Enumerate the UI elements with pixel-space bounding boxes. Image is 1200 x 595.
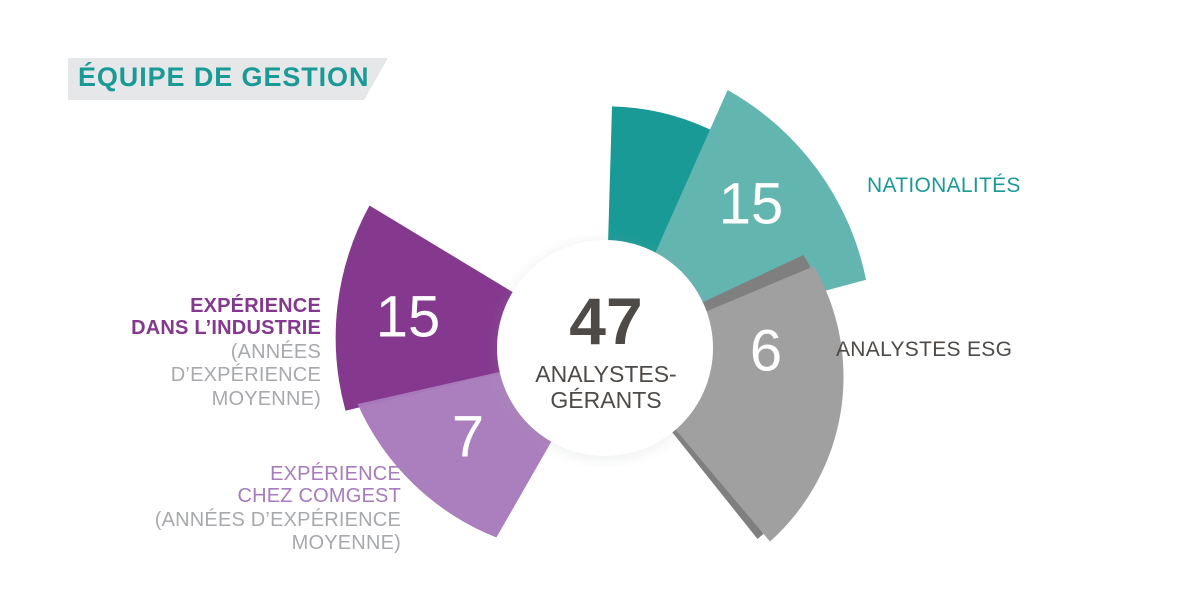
banner-background-shape [68,58,388,100]
label-experience-industrie: EXPÉRIENCE DANS L’INDUSTRIE (ANNÉES D’EX… [40,295,321,410]
label-comgest-line2: CHEZ COMGEST [237,485,401,508]
center-value: 47 [569,284,642,358]
label-nationalites-text: NATIONALITÉS [867,174,1021,197]
label-analystes-esg: ANALYSTES ESG [836,338,1012,362]
center-disc-face [497,240,713,456]
label-industrie-sub-line2: D’EXPÉRIENCE [170,364,321,387]
label-industrie-sub-line3: MOYENNE) [211,387,321,410]
label-industrie-sub-line1: (ANNÉES [230,340,321,363]
segment-esg-value: 6 [750,318,782,383]
segment-comgest-value: 7 [452,404,484,469]
label-comgest-line1: EXPÉRIENCE [270,463,401,485]
label-industrie-line1: EXPÉRIENCE [190,295,321,317]
label-comgest-sub-line2: MOYENNE) [291,532,401,555]
label-experience-comgest: EXPÉRIENCE CHEZ COMGEST (ANNÉES D’EXPÉRI… [60,463,401,555]
label-comgest-sub-line1: (ANNÉES D’EXPÉRIENCE [154,508,401,531]
center-disc: 47 ANALYSTES- GÉRANTS [486,231,724,469]
segment-nationalites-value: 15 [719,171,784,236]
label-industrie-line2: DANS L’INDUSTRIE [131,317,321,340]
segment-industrie-value: 15 [376,284,441,349]
label-nationalites: NATIONALITÉS [867,174,1021,198]
label-analystes-esg-text: ANALYSTES ESG [836,338,1013,361]
page-title: ÉQUIPE DE GESTION [78,62,370,92]
center-caption-line2: GÉRANTS [550,387,661,413]
center-caption-line1: ANALYSTES- [535,361,676,387]
